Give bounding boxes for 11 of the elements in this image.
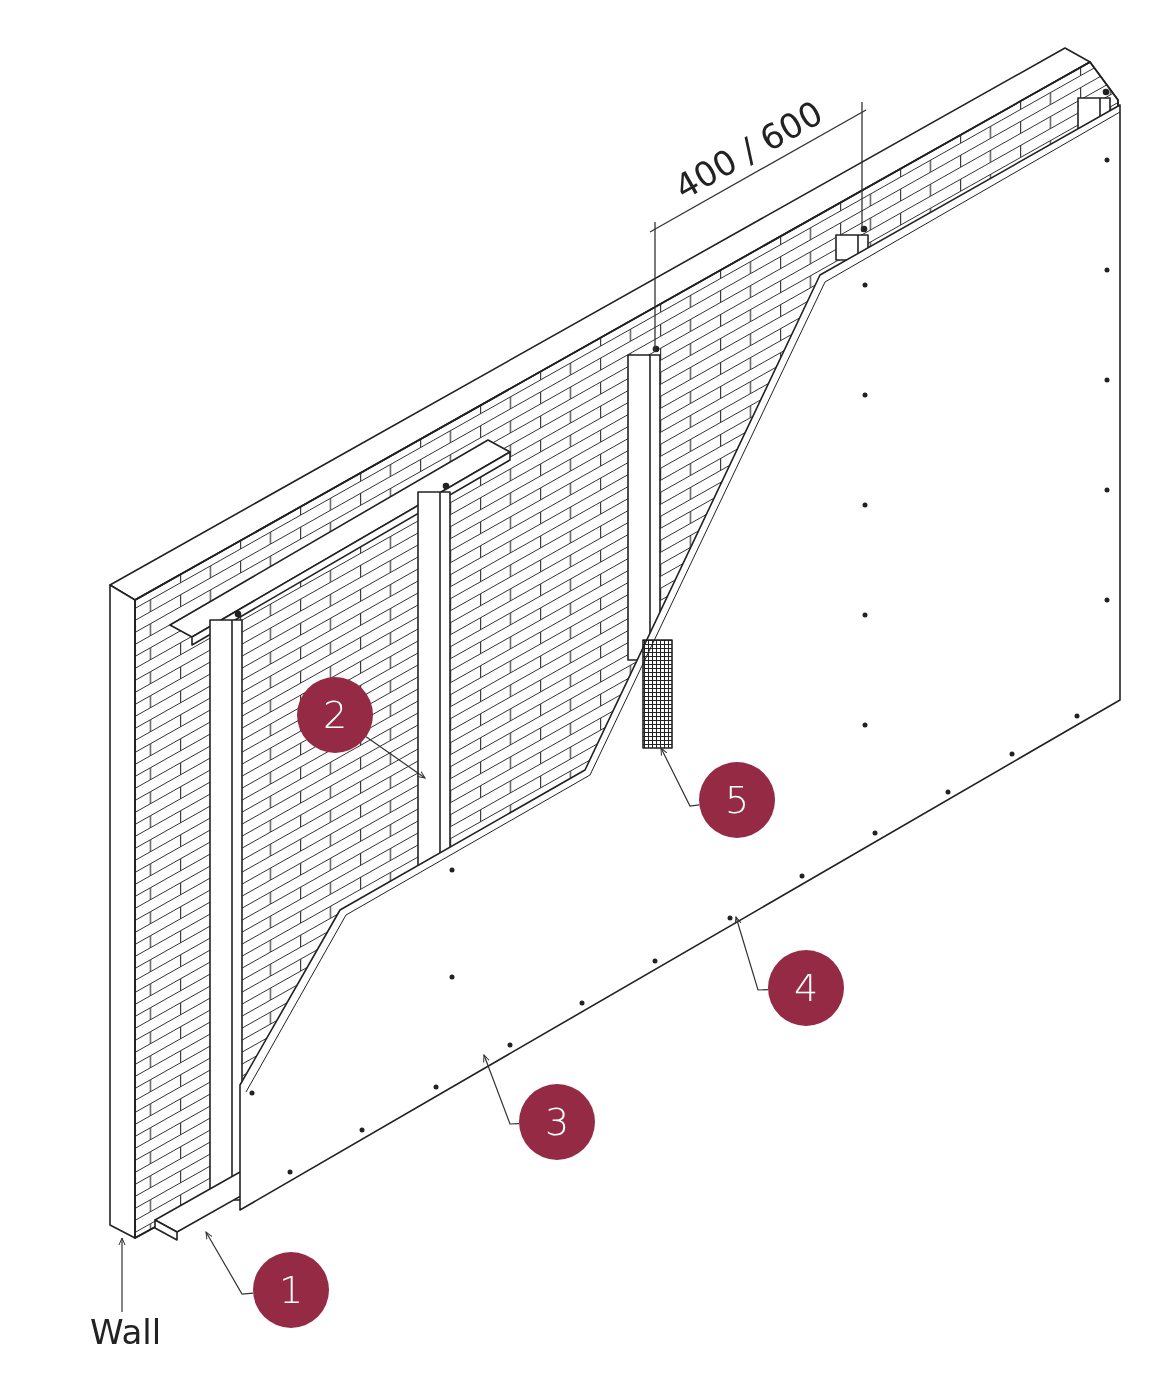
callout-number: 4 [768,950,844,1026]
leader-line [205,1231,254,1295]
dimension-label: 400 / 600 [668,95,828,205]
leader-line [483,1054,520,1125]
leader-line [660,747,700,807]
leader-line [734,916,769,991]
leader-line [365,736,426,779]
part-label: Wall [90,1314,162,1352]
callout-number: 3 [519,1084,595,1160]
leader-line [118,1237,126,1313]
callout-number: 1 [253,1252,329,1328]
